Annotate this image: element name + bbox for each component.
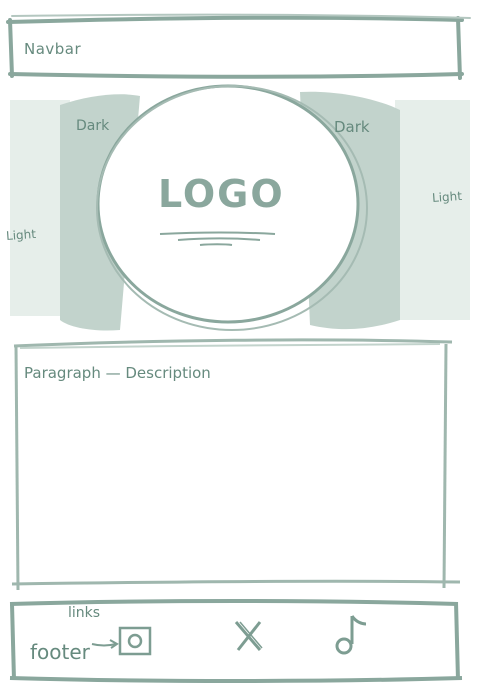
logo-underline bbox=[159, 231, 276, 246]
links-arrow bbox=[91, 639, 119, 649]
paragraph-box bbox=[11, 338, 461, 591]
light-shade-right bbox=[395, 100, 470, 320]
light-label-left: Light bbox=[5, 226, 37, 244]
footer-label: footer bbox=[30, 640, 90, 664]
paragraph-label: Paragraph — Description bbox=[24, 364, 211, 382]
links-label: links bbox=[68, 605, 101, 621]
navbar-box bbox=[6, 13, 471, 80]
logo-text: LOGO bbox=[158, 172, 285, 216]
dark-label-right: Dark bbox=[334, 118, 370, 136]
light-label-right: Light bbox=[431, 188, 463, 206]
navbar-label: Navbar bbox=[24, 40, 82, 58]
instagram-icon[interactable] bbox=[118, 626, 152, 656]
x-icon[interactable] bbox=[234, 621, 263, 651]
logo-circle bbox=[96, 84, 368, 331]
tiktok-icon[interactable] bbox=[335, 615, 367, 655]
footer-box bbox=[9, 599, 463, 683]
dark-label-left: Dark bbox=[76, 118, 110, 134]
